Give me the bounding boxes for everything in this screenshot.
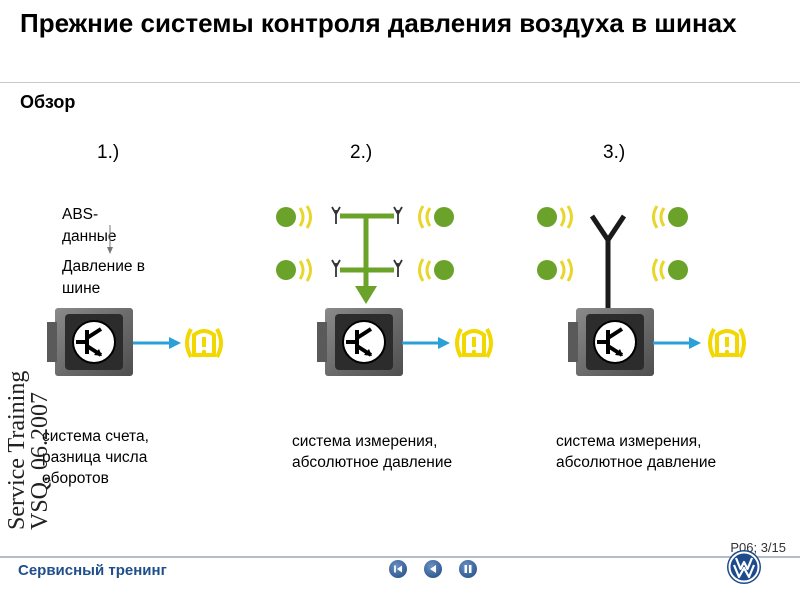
control-module-3 [566, 306, 656, 378]
green-data-arrow [340, 213, 394, 304]
signal-arrow-1 [131, 335, 183, 351]
tire-pressure-warning-icon [708, 327, 746, 359]
previous-icon [430, 565, 436, 573]
title-divider [0, 82, 800, 83]
antenna-icon [589, 214, 627, 316]
signal-arrow-3 [651, 335, 703, 351]
slide-subtitle: Обзор [20, 92, 76, 112]
control-module-1 [45, 306, 135, 378]
tire-pressure-warning-icon [185, 327, 223, 359]
control-module-2 [315, 306, 405, 378]
wheel-sensor-group-3 [535, 204, 690, 283]
rewind-button[interactable] [389, 560, 407, 578]
system-2-number: 2.) [350, 142, 373, 163]
abs-data-arrow [107, 225, 113, 254]
pause-button[interactable] [459, 560, 477, 578]
system-3-caption: система измерения, абсолютное давление [556, 433, 717, 471]
system-1-caption: система счета, разница числа оборотов [42, 428, 149, 487]
footer-label: Сервисный тренинг [18, 562, 167, 579]
abs-data-label: ABS-данные [62, 206, 117, 245]
system-1-number: 1.) [97, 142, 120, 163]
previous-button[interactable] [424, 560, 442, 578]
pause-icon [464, 565, 472, 573]
service-training-watermark: Service Training VSQ, 06.2007 [4, 370, 53, 530]
rewind-icon [394, 565, 402, 573]
system-2-caption: система измерения, абсолютное давление [292, 433, 453, 471]
slide-title: Прежние системы контроля давления воздух… [20, 8, 737, 38]
footer-divider [0, 556, 800, 558]
tire-pressure-label: Давление в шине [62, 258, 146, 297]
vw-logo [727, 550, 761, 584]
tire-pressure-warning-icon [455, 327, 493, 359]
system-3-number: 3.) [603, 142, 626, 163]
signal-arrow-2 [400, 335, 452, 351]
